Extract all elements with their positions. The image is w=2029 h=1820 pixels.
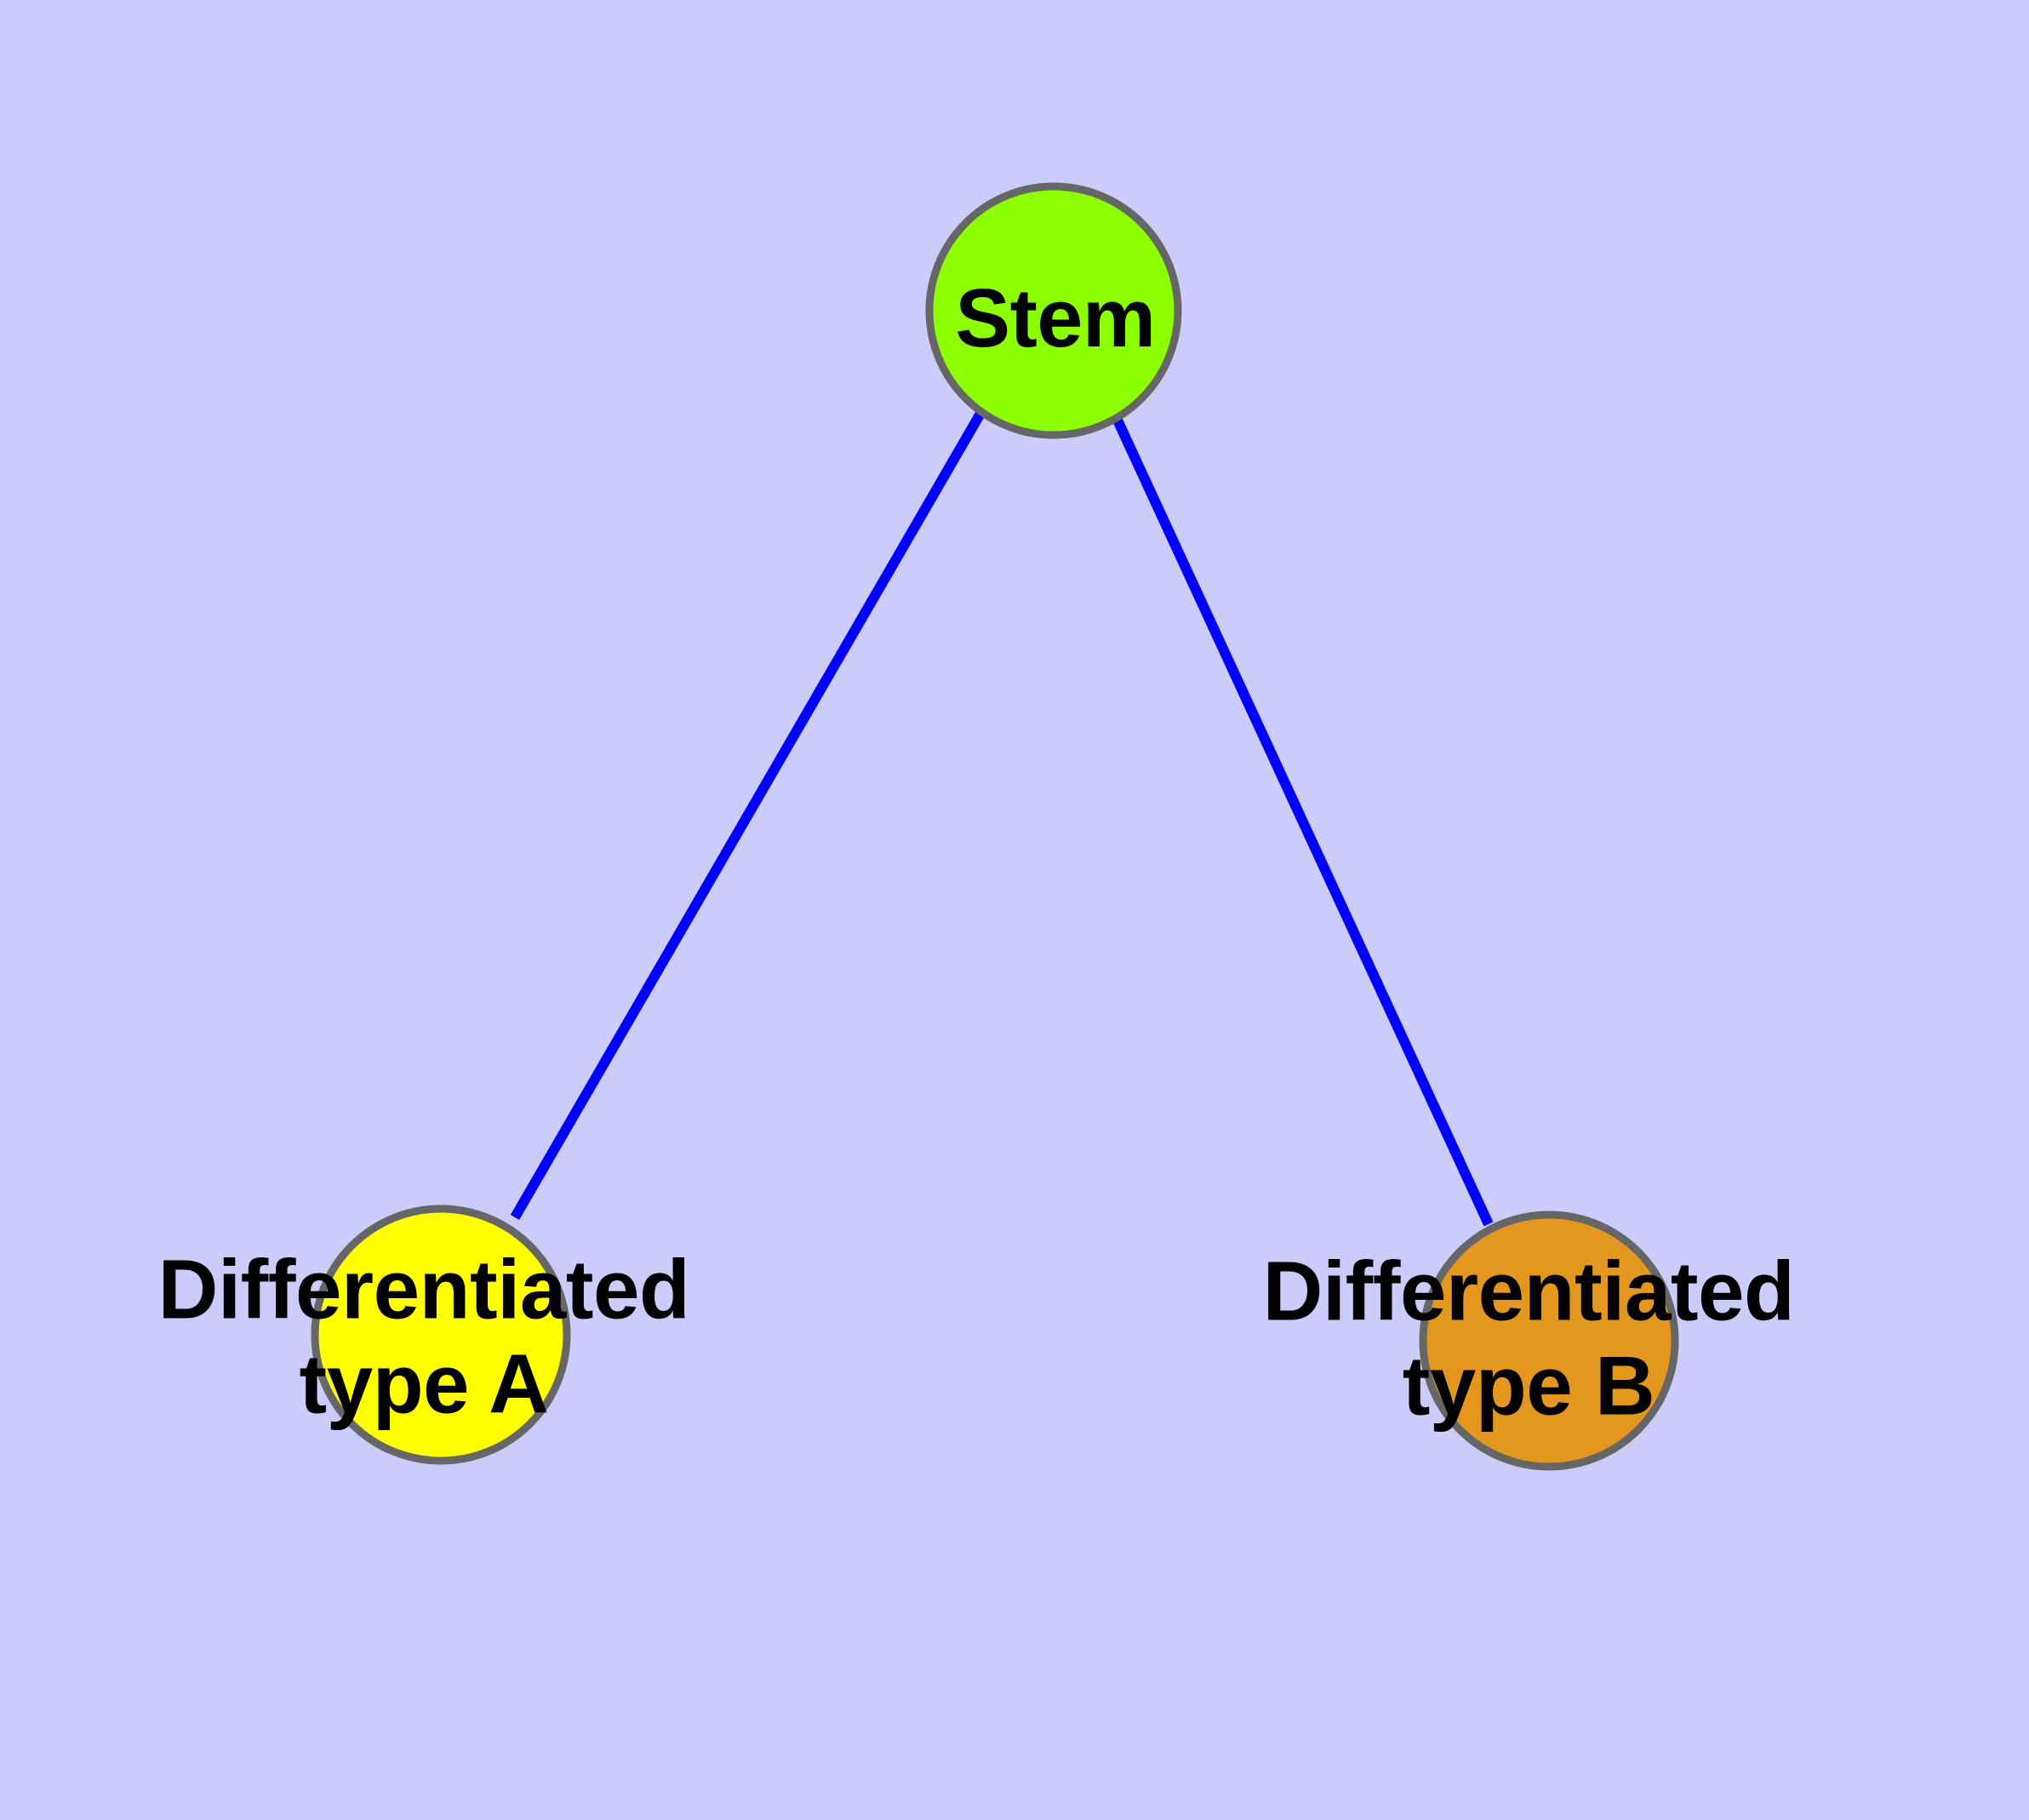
edge-layer [510, 409, 1494, 1227]
node-differentiated-type-b[interactable] [1419, 1210, 1679, 1471]
node-layer [311, 182, 1679, 1471]
node-differentiated-type-a[interactable] [311, 1205, 571, 1465]
edge-stem-to-differentiated-type-b[interactable] [1110, 412, 1494, 1227]
node-stem[interactable] [925, 182, 1182, 439]
edge-stem-to-differentiated-type-a[interactable] [510, 409, 986, 1221]
